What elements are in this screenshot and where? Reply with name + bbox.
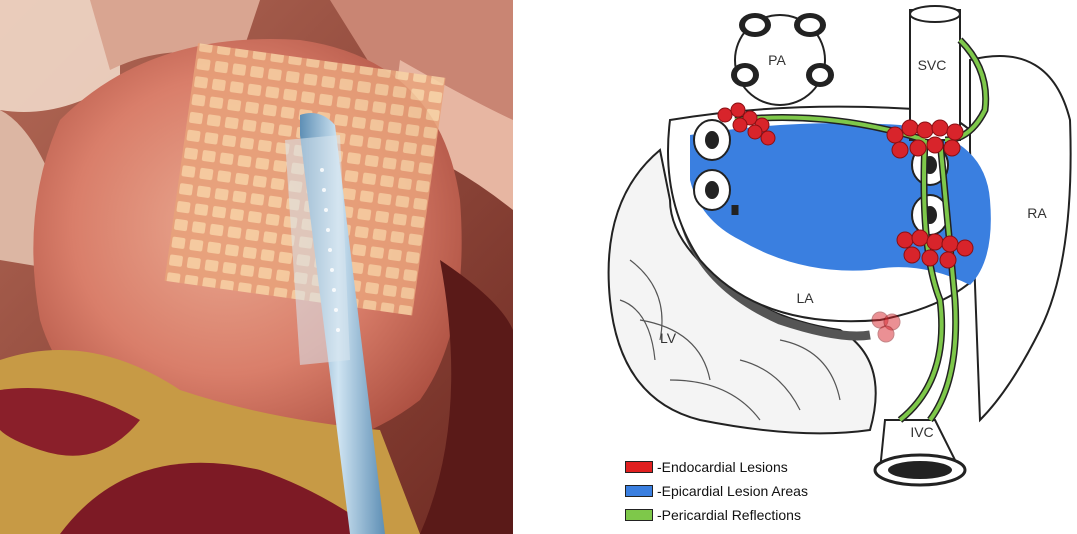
- surgical-heart-illustration: [0, 0, 513, 534]
- label-ivc: IVC: [910, 424, 933, 440]
- legend: -Endocardial Lesions -Epicardial Lesion …: [625, 455, 808, 527]
- legend-label: -Epicardial Lesion Areas: [657, 483, 808, 499]
- heart-photo-render: [0, 0, 513, 534]
- legend-swatch-red: [625, 461, 653, 473]
- heart-schematic-svg: PA SVC RA LA LV IVC: [540, 0, 1077, 534]
- legend-label: -Endocardial Lesions: [657, 459, 788, 475]
- legend-label: -Pericardial Reflections: [657, 507, 801, 523]
- label-lv: LV: [660, 330, 677, 346]
- label-pa: PA: [768, 52, 786, 68]
- label-ra: RA: [1027, 205, 1047, 221]
- legend-swatch-green: [625, 509, 653, 521]
- label-svc: SVC: [918, 57, 947, 73]
- legend-item-pericardial: -Pericardial Reflections: [625, 503, 808, 527]
- lesion-schematic: PA SVC RA LA LV IVC -Endocardial Lesions…: [540, 0, 1077, 534]
- legend-swatch-blue: [625, 485, 653, 497]
- legend-item-epicardial: -Epicardial Lesion Areas: [625, 479, 808, 503]
- label-la: LA: [796, 290, 814, 306]
- legend-item-endocardial: -Endocardial Lesions: [625, 455, 808, 479]
